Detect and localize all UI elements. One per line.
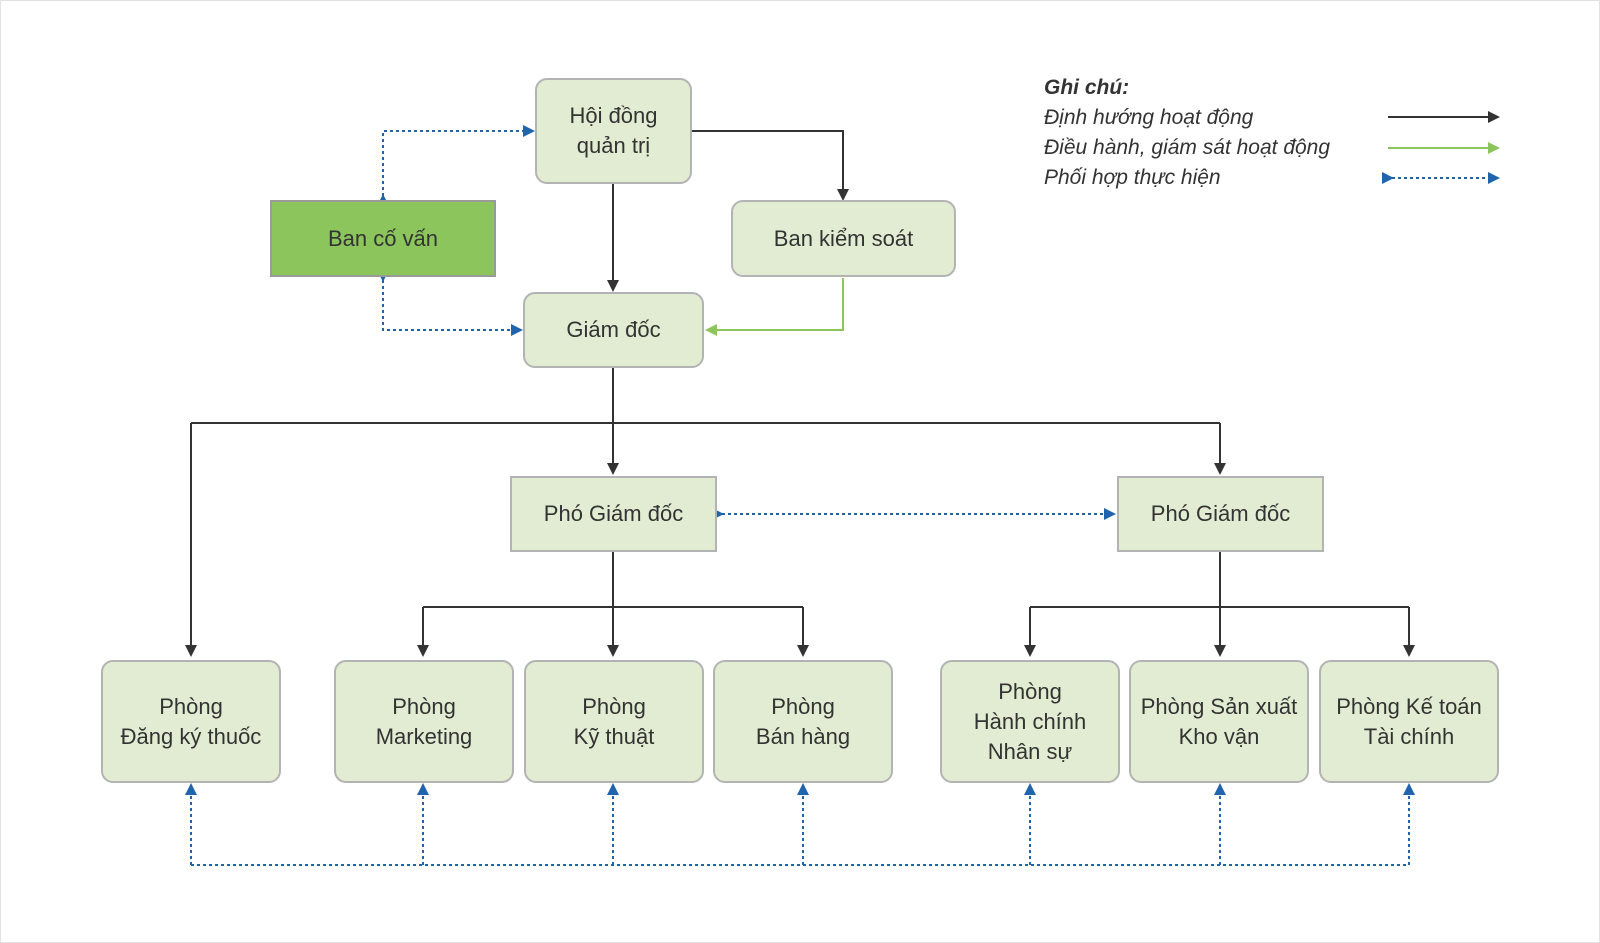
node-label-line: Phòng <box>159 693 223 719</box>
directing-connectors <box>185 130 1415 657</box>
node-label-line: Phó Giám đốc <box>543 501 684 526</box>
advisory-director-link <box>377 270 523 336</box>
node-label-line: Phó Giám đốc <box>1150 501 1291 526</box>
node-label-line: Phòng <box>392 693 456 719</box>
board-to-control-arrow <box>691 130 849 201</box>
deputy-director-right-box: Phó Giám đốc <box>1117 476 1324 552</box>
node-label-line: Hành chính <box>973 708 1087 734</box>
legend-samples <box>1382 111 1500 184</box>
dept-technical-box: Phòng Kỹ thuật <box>524 660 704 783</box>
coordinating-connectors <box>185 125 1415 866</box>
advisory-board-box: Ban cố vấn <box>270 200 496 277</box>
director-box: Giám đốc <box>523 292 704 368</box>
node-label-line: Marketing <box>375 723 473 749</box>
node-label-line: Ban kiểm soát <box>773 225 914 251</box>
board-of-directors-box: Hội đồng quản trị <box>535 78 692 184</box>
node-label-line: Phòng <box>582 693 646 719</box>
node-label-line: Phòng <box>998 678 1062 704</box>
node-label-line: Ban cố vấn <box>327 225 439 251</box>
node-label-line: Tài chính <box>1363 723 1455 749</box>
node-label-line: quản trị <box>576 133 651 158</box>
node-label-line: Phòng Kế toán <box>1336 693 1482 719</box>
legend-item-supervising: Điều hành, giám sát hoạt động <box>1044 136 1331 159</box>
node-label-line: Kỹ thuật <box>573 723 655 749</box>
node-label-line: Nhân sự <box>987 738 1073 764</box>
control-board-box: Ban kiểm soát <box>731 200 956 277</box>
legend-item-directing: Định hướng hoạt động <box>1044 106 1254 129</box>
legend-item-coordinating: Phối hợp thực hiện <box>1044 166 1221 189</box>
legend-title: Ghi chú: <box>1044 76 1130 99</box>
node-label-line: Bán hàng <box>755 723 851 749</box>
node-label-line: Kho vận <box>1178 723 1260 749</box>
advisory-board-link <box>377 125 535 206</box>
node-label-line: Phòng Sản xuất <box>1140 693 1298 719</box>
control-to-director-arrow <box>705 278 844 336</box>
node-label-line: Phòng <box>771 693 835 719</box>
node-label-line: Hội đồng <box>569 103 658 128</box>
node-label-line: Giám đốc <box>566 317 661 342</box>
deputy-director-left-box: Phó Giám đốc <box>510 476 717 552</box>
supervising-connectors <box>705 278 844 336</box>
node-label-line: Đăng ký thuốc <box>120 723 262 749</box>
